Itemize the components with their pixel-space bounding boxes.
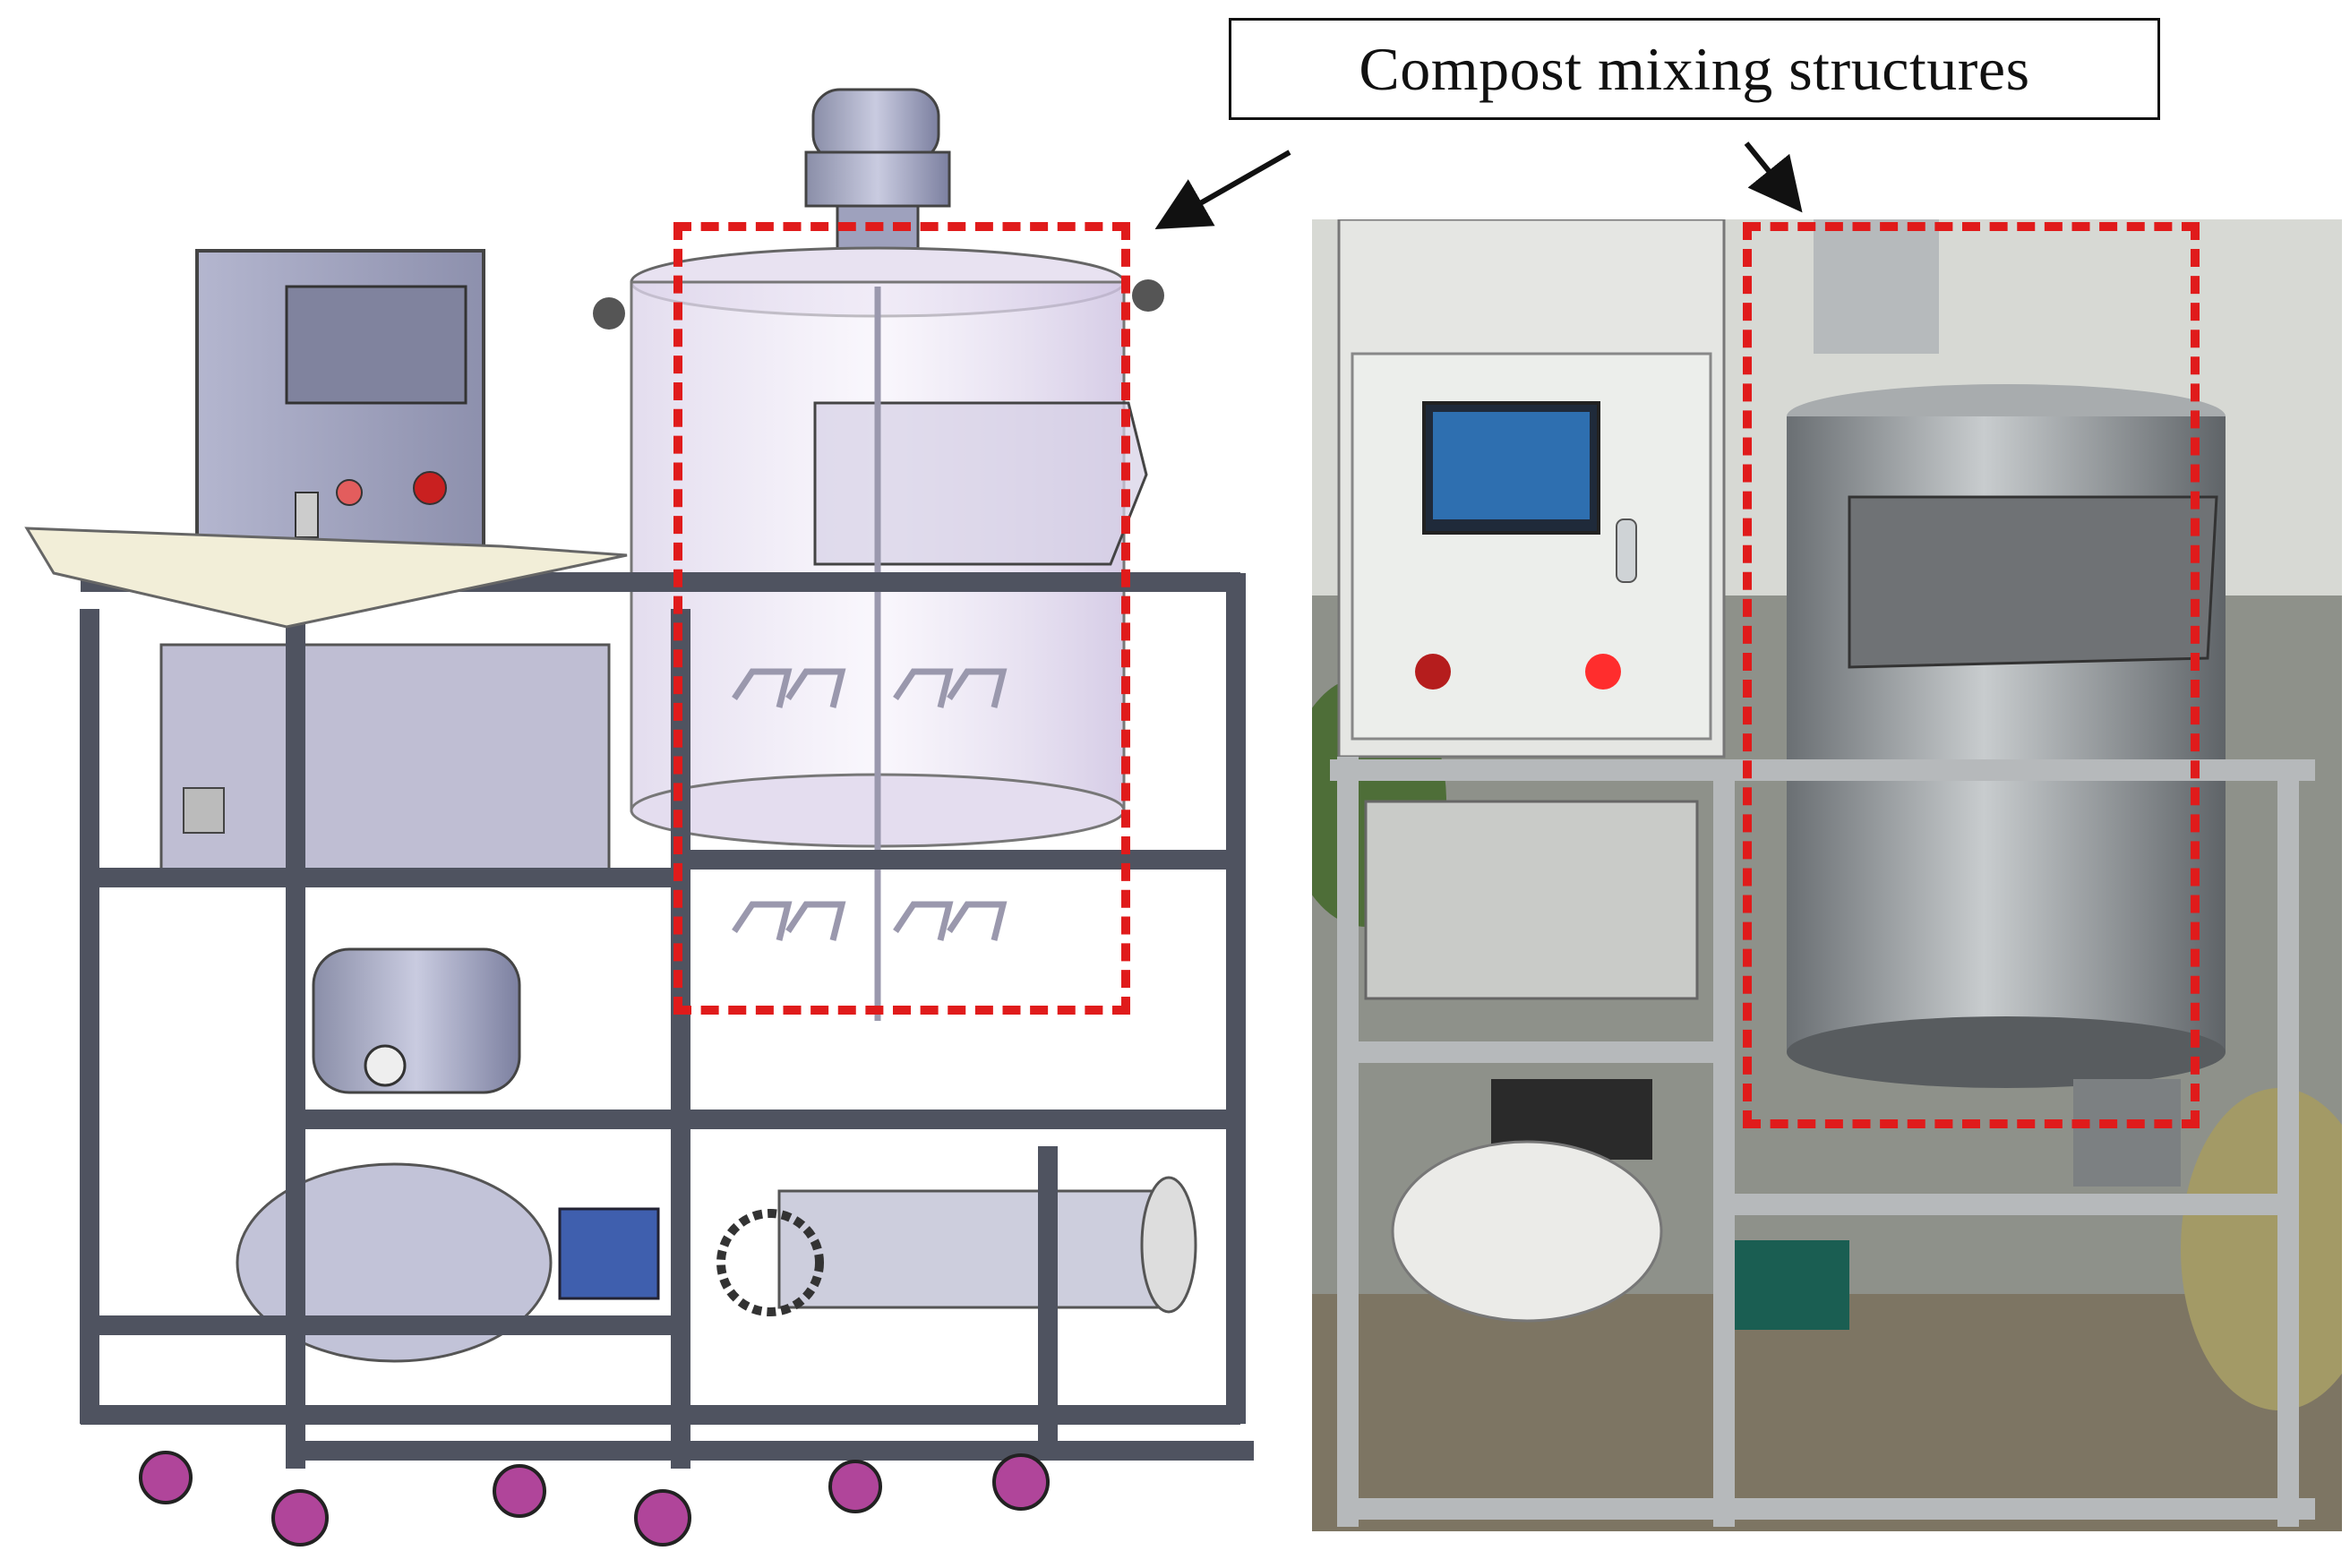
highlight-box-photo	[1743, 222, 2200, 1128]
tank-icon	[1787, 219, 2226, 1187]
photo	[1312, 219, 2342, 1531]
arrow-to-cad	[1154, 150, 1291, 229]
frame-icon	[1330, 757, 2315, 1527]
water-box-icon	[1364, 800, 1699, 1000]
cad-render	[24, 88, 1254, 1547]
caster-icon	[139, 1451, 1050, 1547]
compressor-icon	[236, 947, 660, 1363]
shelf-icon	[24, 527, 628, 629]
water-box-icon	[159, 643, 611, 879]
tank-icon	[593, 246, 1164, 1021]
callout-label: Compost mixing structures	[1229, 18, 2160, 120]
control-box-icon	[1337, 219, 1726, 758]
screw-conveyor-icon	[716, 1176, 1197, 1316]
highlight-box-cad	[673, 222, 1130, 1015]
arrow-to-photo	[1744, 141, 1803, 213]
compressor-icon	[1391, 1079, 1849, 1330]
control-box-icon	[195, 249, 485, 570]
callout-label-text: Compost mixing structures	[1359, 34, 2030, 103]
